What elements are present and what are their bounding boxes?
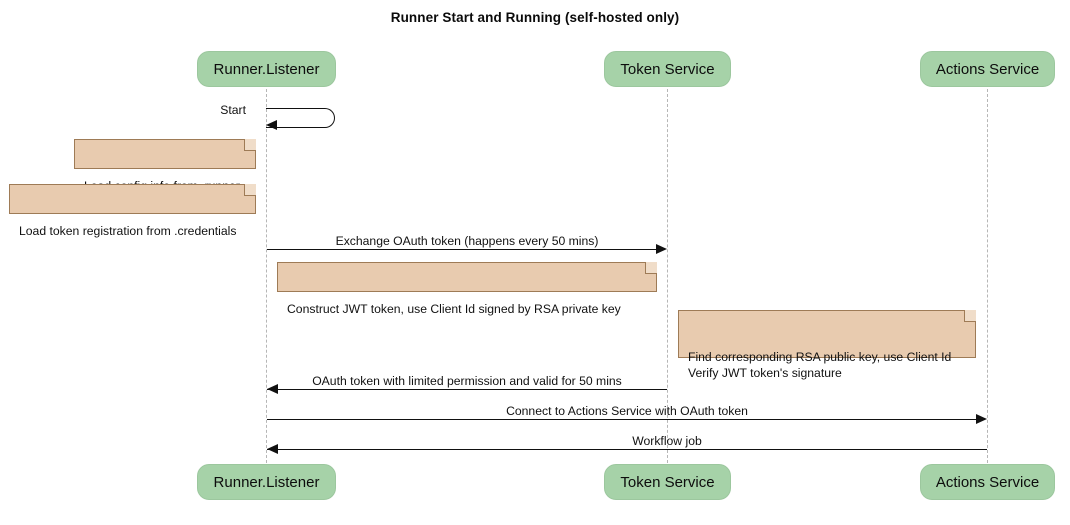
participant-actions-top[interactable]: Actions Service: [920, 51, 1055, 87]
arrowhead-oauth-token-response: [267, 383, 278, 394]
message-label-workflow-job: Workflow job: [632, 434, 702, 448]
note-load-config: Load config info from .runner: [74, 139, 256, 193]
note-verify-jwt-signature: Find corresponding RSA public key, use C…: [678, 310, 976, 380]
note-fold-icon: [244, 139, 256, 151]
participant-label: Actions Service: [935, 473, 1040, 491]
participant-label: Runner.Listener: [213, 473, 320, 491]
note-fold-icon: [244, 184, 256, 196]
participant-label: Runner.Listener: [213, 60, 320, 78]
participant-runner-top[interactable]: Runner.Listener: [197, 51, 336, 87]
participant-label: Token Service: [620, 60, 715, 78]
participant-actions-bottom[interactable]: Actions Service: [920, 464, 1055, 500]
message-label-exchange-oauth-token: Exchange OAuth token (happens every 50 m…: [335, 234, 599, 248]
arrowhead-exchange-oauth-token: [656, 243, 667, 254]
lifeline-runner: [266, 89, 267, 463]
lifeline-token: [667, 89, 668, 463]
note-text: Construct JWT token, use Client Id signe…: [287, 302, 621, 316]
message-label-connect-actions-service: Connect to Actions Service with OAuth to…: [506, 404, 748, 418]
note-load-token-registration: Load token registration from .credential…: [9, 184, 256, 238]
note-text: Load token registration from .credential…: [19, 224, 237, 238]
lifeline-actions: [987, 89, 988, 463]
participant-token-bottom[interactable]: Token Service: [604, 464, 731, 500]
message-line-connect-actions-service[interactable]: [267, 419, 977, 420]
arrowhead-start: [266, 120, 277, 130]
message-line-workflow-job[interactable]: [267, 449, 987, 450]
participant-runner-bottom[interactable]: Runner.Listener: [197, 464, 336, 500]
arrowhead-connect-actions-service: [976, 413, 987, 424]
message-label-oauth-token-response: OAuth token with limited permission and …: [312, 374, 622, 388]
message-line-exchange-oauth-token[interactable]: [267, 249, 657, 250]
participant-label: Actions Service: [935, 60, 1040, 78]
message-label-start: Start: [220, 103, 246, 117]
note-text: Find corresponding RSA public key, use C…: [688, 350, 952, 380]
note-construct-jwt-token: Construct JWT token, use Client Id signe…: [277, 262, 657, 316]
message-line-oauth-token-response[interactable]: [267, 389, 667, 390]
participant-token-top[interactable]: Token Service: [604, 51, 731, 87]
self-message-start[interactable]: [266, 108, 335, 128]
note-fold-icon: [645, 262, 657, 274]
arrowhead-workflow-job: [267, 443, 278, 454]
note-fold-icon: [964, 310, 976, 322]
diagram-title: Runner Start and Running (self-hosted on…: [390, 10, 680, 25]
participant-label: Token Service: [620, 473, 715, 491]
